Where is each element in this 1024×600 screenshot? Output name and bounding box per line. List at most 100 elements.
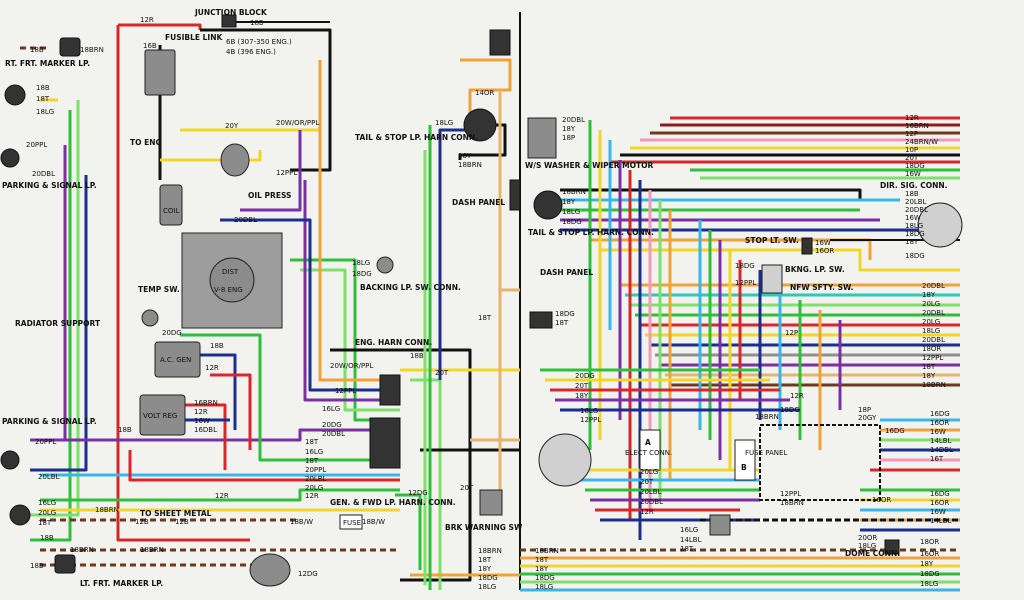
- wire-r-18dg-b: 18DG: [920, 570, 940, 578]
- wire-18y-ts: 18Y: [562, 198, 576, 206]
- wiper-motor-icon: [527, 117, 557, 159]
- wire-18dg-ign: 18DG: [555, 310, 575, 318]
- wire-16dbl: 16DBL: [194, 426, 217, 434]
- wire-20ppl-lt: 20PPL: [35, 438, 56, 446]
- label-conn-a: A: [645, 438, 651, 447]
- wire-18y-r: 18Y: [535, 565, 549, 573]
- wire-20t-conn: 20T: [640, 478, 654, 486]
- wire-r-18or: 18OR: [922, 345, 941, 353]
- label-coil: COIL: [163, 207, 179, 215]
- wire-18t-ign: 18T: [555, 319, 569, 327]
- wire-r-20lg2: 20LG: [922, 318, 940, 326]
- label-v8-eng: V-8 ENG: [214, 286, 243, 294]
- wire-12dg: 12DG: [408, 489, 428, 497]
- wire-r-16dg: 16DG: [930, 410, 950, 418]
- label-elec-conn: ELECT CONN.: [625, 449, 672, 457]
- label-lt-frt-marker: LT. FRT. MARKER LP.: [80, 579, 163, 588]
- ign-switch-conn: [529, 311, 553, 329]
- label-dir-sig-conn: DIR. SIG. CONN.: [880, 181, 948, 190]
- wire-18b-reg: 18B: [118, 426, 132, 434]
- label-brk-warning: BRK WARNING SW: [445, 523, 523, 532]
- label-to-sheet-metal: TO SHEET METAL: [140, 509, 212, 518]
- wire-18lg-tail: 18LG: [435, 119, 453, 127]
- wire-r-16w: 16W: [905, 170, 921, 178]
- label-eng-harn-conn: ENG. HARN CONN.: [355, 338, 432, 347]
- wire-12b: 12B: [135, 518, 149, 526]
- brk-warning-switch: [479, 489, 503, 516]
- wire-18b: 18B: [250, 19, 264, 27]
- wire-20lbl-conn: 20LBL: [640, 488, 662, 496]
- wire-20dg-harn: 20DG: [322, 421, 342, 429]
- wire-r-10p: 10P: [905, 146, 918, 154]
- wire-18b-head: 18B: [36, 84, 50, 92]
- wire-18b-w-2: 18B/W: [362, 518, 385, 526]
- wire-18dg-fuse: 18DG: [780, 406, 800, 414]
- wire-r-24brn: 24BRN/W: [905, 138, 938, 146]
- wire-12r-fuse: 12R: [790, 392, 804, 400]
- wire-r-14lbl: 14LBL: [930, 437, 952, 445]
- wire-r-20b: 18B: [905, 190, 919, 198]
- wire-18lg-dome2: 18LG: [858, 542, 876, 550]
- wire-18lg-r: 18LG: [535, 583, 553, 591]
- label-temp-sw: TEMP SW.: [138, 285, 180, 294]
- wire-r-20lbl: 20LBL: [905, 198, 927, 206]
- wire-r-16dg2: 16DG: [930, 490, 950, 498]
- wire-12r-reg: 12R: [194, 408, 208, 416]
- label-rt-frt-marker: RT. FRT. MARKER LP.: [5, 59, 90, 68]
- wire-12dg-horn: 12DG: [298, 570, 318, 578]
- wire-18t-dome: 18T: [680, 545, 694, 553]
- component-labels: RT. FRT. MARKER LP. PARKING & SIGNAL LP.…: [2, 8, 948, 588]
- wire-18t-dash: 18T: [478, 314, 492, 322]
- wire-16dg-fuse: 16DG: [885, 427, 905, 435]
- wire-r-18t: 18T: [922, 363, 936, 371]
- volt-reg-icon: [139, 394, 186, 436]
- wire-16or-fuse: 16OR: [872, 496, 891, 504]
- dome-switch-icon: [709, 514, 731, 536]
- wire-r-16or2: 16OR: [930, 499, 949, 507]
- wire-16lg-dome: 16LG: [680, 526, 698, 534]
- wire-20or-dome: 20OR: [858, 534, 877, 542]
- label-ws-washer: W/S WASHER & WIPER MOTOR: [525, 161, 654, 170]
- wire-20y: 20Y: [225, 122, 239, 130]
- wire-r-14lbl2: 14LBL: [930, 517, 952, 525]
- coil-icon: [159, 184, 183, 226]
- wire-18dbl-w: 20DBL: [562, 116, 585, 124]
- wire-20ppl: 20PPL: [26, 141, 47, 149]
- wire-r-18dbl: 20DBL: [922, 336, 945, 344]
- junction-block: [221, 14, 237, 28]
- wire-20ppl-harn: 20PPL: [305, 466, 326, 474]
- wire-20w-or-ppl-2: 20W/OR/PPL: [330, 362, 373, 370]
- wire-12r-harn: 12R: [305, 492, 319, 500]
- wire-r-20lg: 20LG: [922, 300, 940, 308]
- label-stop-lt-sw: STOP LT. SW.: [745, 236, 799, 245]
- wire-18brn-fuse2: 18BRN: [780, 499, 804, 507]
- wire-16brn: 16BRN: [194, 399, 218, 407]
- dome-conn-icon: [884, 539, 900, 555]
- wire-18dg-ts: 18DG: [562, 218, 582, 226]
- wire-18brn-tail: 18BRN: [458, 161, 482, 169]
- wire-18y-dash: 18Y: [478, 565, 492, 573]
- ac-gen-icon: [154, 341, 201, 378]
- label-conn-b: B: [741, 463, 747, 472]
- label-gen-fwd-harn: GEN. & FWD LP. HARN. CONN.: [330, 498, 456, 507]
- wire-12r-bot: 12R: [215, 492, 229, 500]
- wire-18brn-bot: 18BRN: [140, 546, 164, 554]
- wire-r-18y3: 18Y: [922, 372, 936, 380]
- label-backing-lp: BACKING LP. SW. CONN.: [360, 283, 461, 292]
- wire-18y-w: 18Y: [562, 125, 576, 133]
- wire-r-18dg3: 18DG: [905, 252, 925, 260]
- wire-r-18dg2: 18DG: [905, 230, 925, 238]
- wire-r-20dbl3: 20DBL: [922, 309, 945, 317]
- wire-20lbl-harn: 20LBL: [305, 475, 327, 483]
- wire-18b-w: 18B/W: [290, 518, 313, 526]
- wire-20t-dash: 20T: [435, 369, 449, 377]
- wire-r-18lg: 18LG: [905, 222, 923, 230]
- wire-18lg-dash: 18LG: [478, 583, 496, 591]
- right-wire-bundle: [520, 116, 960, 592]
- wire-18brn-bot2: 18BRN: [70, 546, 94, 554]
- wire-18brn-fuse: 18BRN: [755, 413, 779, 421]
- wire-r-18or-b: 18OR: [920, 538, 939, 546]
- wire-r-20dbl2: 20DBL: [922, 282, 945, 290]
- label-parking-signal-rt: PARKING & SIGNAL LP.: [2, 181, 97, 190]
- wire-18t-harn: 18T: [305, 438, 319, 446]
